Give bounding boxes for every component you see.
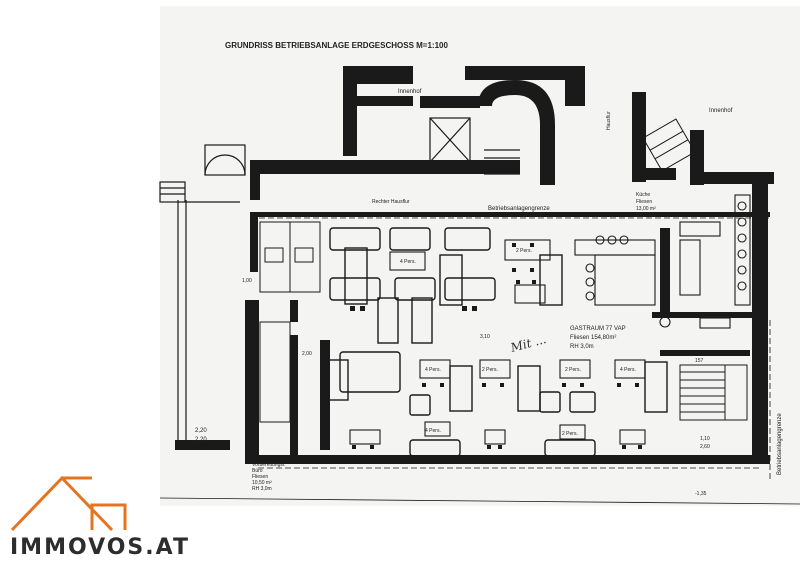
label-hausflur: Hausflur <box>606 111 612 130</box>
banquettes <box>327 247 668 413</box>
svg-text:Fliesen: Fliesen <box>636 199 652 205</box>
svg-text:157: 157 <box>695 358 704 364</box>
house-outline-icon <box>10 475 127 532</box>
svg-text:-1,35: -1,35 <box>695 491 707 497</box>
svg-text:1,10: 1,10 <box>700 436 710 442</box>
label-innenhof-right: Innenhof <box>709 108 733 114</box>
svg-text:Küche: Küche <box>636 192 650 198</box>
seat-labels: 4 Pers. 4 Pers. 2 Pers. 2 Pers. 4 Pers. … <box>400 248 636 437</box>
svg-text:2,60: 2,60 <box>700 444 710 450</box>
svg-text:2 Pers.: 2 Pers. <box>482 367 498 373</box>
kitchen-label: Küche Fliesen 13,00 m² RH 3,4m <box>636 192 656 219</box>
dimension-labels: 2,20 2,20 1,00 2,00 3,10 157 1,10 2,60 -… <box>195 278 710 497</box>
label-rechter-hausflur: Rechter Hausflur <box>372 199 410 205</box>
upper-walls <box>250 66 585 200</box>
handwritten-note: Mit ... <box>508 332 548 355</box>
svg-text:2 Pers.: 2 Pers. <box>565 367 581 373</box>
svg-text:2 Pers.: 2 Pers. <box>516 248 532 254</box>
chairs <box>350 243 642 449</box>
svg-text:4 Pers.: 4 Pers. <box>400 259 416 265</box>
svg-text:3,10: 3,10 <box>480 334 490 340</box>
kitchen-fixtures <box>574 194 751 329</box>
sheet-edge <box>159 497 800 505</box>
svg-text:Fliesen 154,80m²: Fliesen 154,80m² <box>570 335 616 341</box>
svg-text:13,00 m²: 13,00 m² <box>636 206 656 212</box>
right-hall <box>632 92 774 185</box>
right-stair-block <box>679 364 748 421</box>
label-boundary-right: Betriebsanlagengrenze <box>777 413 783 475</box>
svg-text:2,00: 2,00 <box>302 351 312 357</box>
plan-title: GRUNDRISS BETRIEBSANLAGE ERDGESCHOSS M=1… <box>225 41 448 50</box>
svg-text:Fliesen: Fliesen <box>252 474 268 480</box>
svg-text:Vorbereitungsr.: Vorbereitungsr. <box>252 462 286 468</box>
storage-label: Vorbereitungsr. Büro Fliesen 10,50 m² RH… <box>252 462 286 492</box>
left-entrance <box>159 144 246 440</box>
svg-text:RH 3,4m: RH 3,4m <box>636 213 656 219</box>
label-boundary-top: Betriebsanlagengrenze <box>488 206 550 212</box>
right-stairs <box>642 118 696 172</box>
svg-text:2,20: 2,20 <box>195 428 207 434</box>
brand-watermark: IMMOVOS.AT <box>10 535 190 560</box>
svg-text:10,50 m²: 10,50 m² <box>252 480 272 486</box>
svg-text:2 Pers.: 2 Pers. <box>562 431 578 437</box>
svg-text:Büro: Büro <box>252 468 263 474</box>
boundary-lines <box>250 217 771 480</box>
label-innenhof-left: Innenhof <box>398 89 422 95</box>
stairwell <box>429 117 520 175</box>
toilet-rooms <box>259 221 321 423</box>
svg-text:4 Pers.: 4 Pers. <box>425 428 441 434</box>
svg-text:GASTRAUM 77 VAP: GASTRAUM 77 VAP <box>570 326 626 332</box>
svg-text:2,20: 2,20 <box>195 437 207 443</box>
plan-sheet <box>160 6 800 506</box>
svg-text:RH 3,0m: RH 3,0m <box>570 344 594 350</box>
svg-text:1,00: 1,00 <box>242 278 252 284</box>
dining-tables <box>349 239 646 445</box>
outer-walls <box>175 184 770 464</box>
svg-text:RH 3,0m: RH 3,0m <box>252 486 272 492</box>
guestroom-label: GASTRAUM 77 VAP Fliesen 154,80m² RH 3,0m <box>570 326 626 350</box>
svg-text:4 Pers.: 4 Pers. <box>425 367 441 373</box>
svg-text:4 Pers.: 4 Pers. <box>620 367 636 373</box>
